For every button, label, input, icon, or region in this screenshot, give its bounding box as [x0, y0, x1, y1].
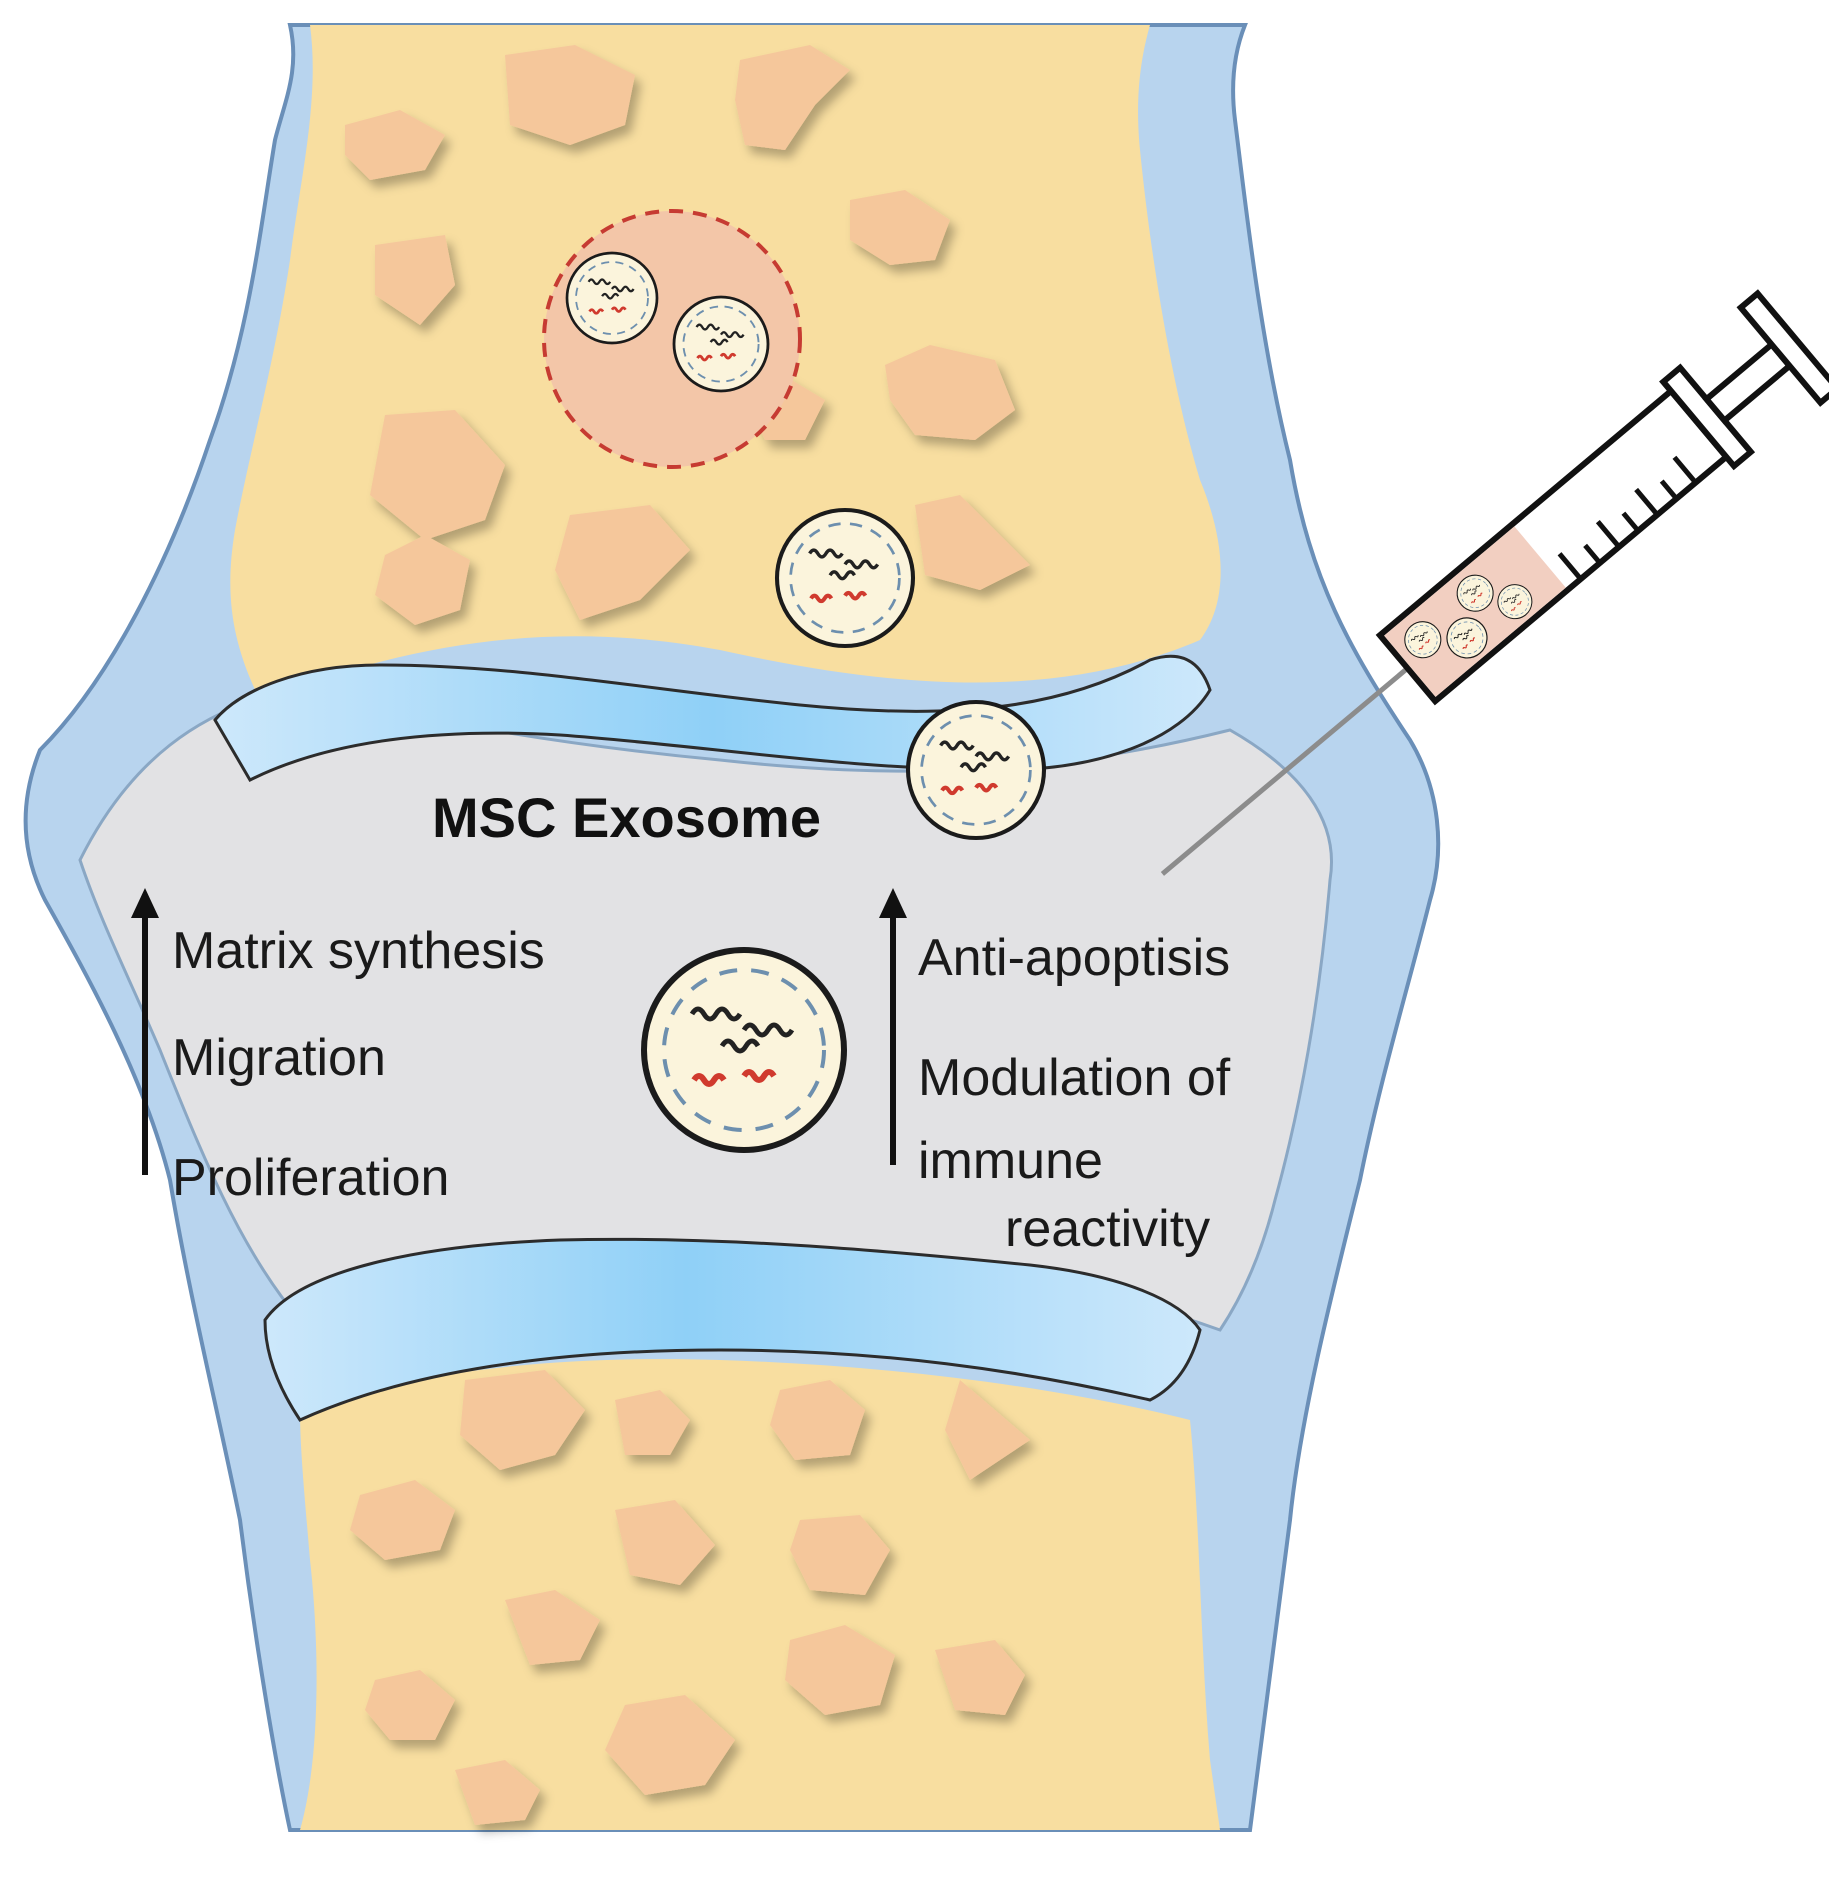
- effect-reactivity: reactivity: [1005, 1200, 1211, 1258]
- lower-bone-fragments: [350, 1370, 1030, 1825]
- effect-anti-apoptosis: Anti-apoptisis: [918, 929, 1231, 987]
- lower-bone-marrow: [300, 1359, 1220, 1830]
- exosome-icon: [565, 251, 659, 345]
- exosome-icon: [908, 702, 1044, 838]
- figure-title: MSC Exosome: [432, 786, 821, 849]
- effect-modulation: Modulation of: [918, 1049, 1231, 1107]
- lower-cartilage: [263, 1237, 1202, 1422]
- exosome-icon: [672, 295, 770, 393]
- up-arrow-icon: [131, 888, 159, 1175]
- effect-migration: Migration: [172, 1029, 386, 1087]
- exosome-icon: [777, 510, 913, 646]
- effect-immune: immune: [918, 1132, 1103, 1190]
- up-arrow-icon: [879, 888, 907, 1165]
- effect-proliferation: Proliferation: [172, 1149, 450, 1207]
- effect-matrix-synthesis: Matrix synthesis: [172, 922, 545, 980]
- exosome-icon: [644, 950, 844, 1150]
- syringe-icon: [1160, 289, 1829, 876]
